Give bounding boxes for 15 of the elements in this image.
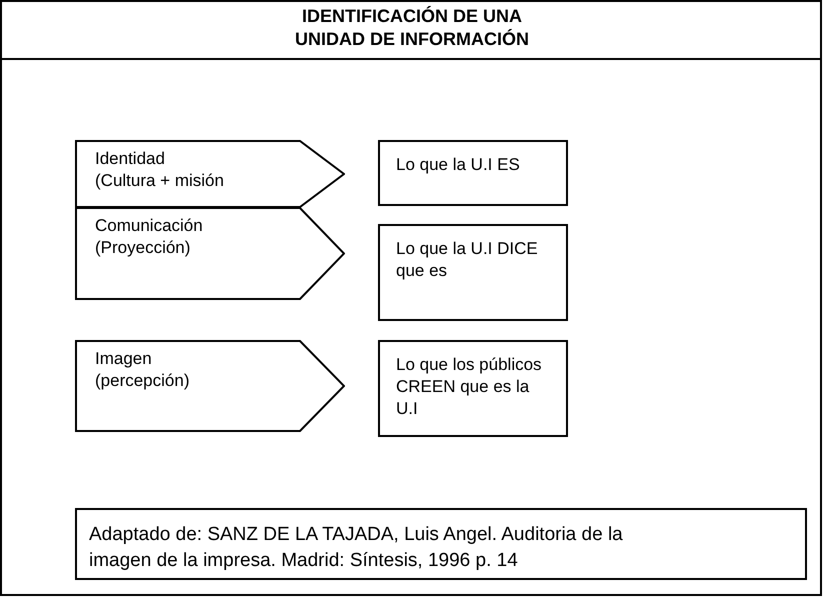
node-text: Lo que los públicos CREEN que es la U.I: [396, 354, 543, 420]
node-text: Lo que la U.I DICE que es: [396, 238, 539, 282]
pentagon-box: [75, 340, 345, 432]
node-text: Identidad (Cultura + misión: [95, 148, 225, 192]
node-text: Adaptado de: SANZ DE LA TAJADA, Luis Angel. Auditoria de la imagen de la impresa. Madrid: Síntesis, 1996 p. 14: [89, 523, 624, 573]
text-box: [378, 340, 568, 437]
title: IDENTIFICACIÓN DE UNA UNIDAD DE INFORMACIÓN: [294, 5, 530, 51]
pentagon-box: [75, 207, 345, 300]
pentagon-box: [75, 140, 345, 208]
text-box: [378, 140, 568, 206]
node-text: Imagen (percepción): [95, 348, 190, 392]
node-text: Lo que la U.I ES: [396, 154, 521, 176]
citation-box: [75, 508, 807, 580]
text-box: [378, 224, 568, 321]
node-text: Comunicación (Proyección): [95, 215, 204, 259]
